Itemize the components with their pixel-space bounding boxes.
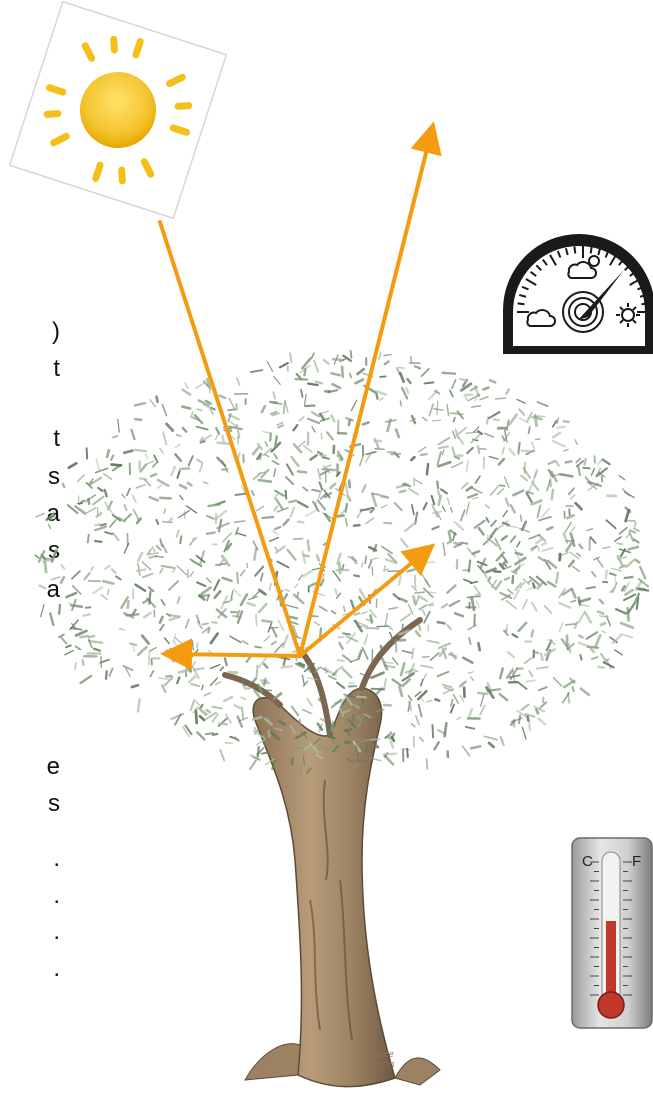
artist-signature: Sylvie Bertin xyxy=(366,1050,395,1070)
incoming-sunlight-arrow xyxy=(160,222,300,656)
barometer-icon xyxy=(503,234,653,354)
signature-line-1: Sylvie xyxy=(366,1050,395,1060)
light-arrows xyxy=(160,133,431,656)
tree-trunk xyxy=(225,620,440,1087)
thermometer-mercury xyxy=(606,921,616,1002)
signature-line-2: Bertin xyxy=(366,1060,395,1070)
scattered-arrow-left xyxy=(172,654,300,656)
tree-illustration xyxy=(35,351,648,1087)
scattered-arrow-right xyxy=(300,551,426,656)
sun-card xyxy=(10,2,227,219)
reflected-arrow-icon xyxy=(300,133,431,656)
thermometer-scale-f: F xyxy=(632,853,641,870)
thermometer-icon: C F xyxy=(572,838,652,1028)
tree-foliage xyxy=(35,351,648,774)
